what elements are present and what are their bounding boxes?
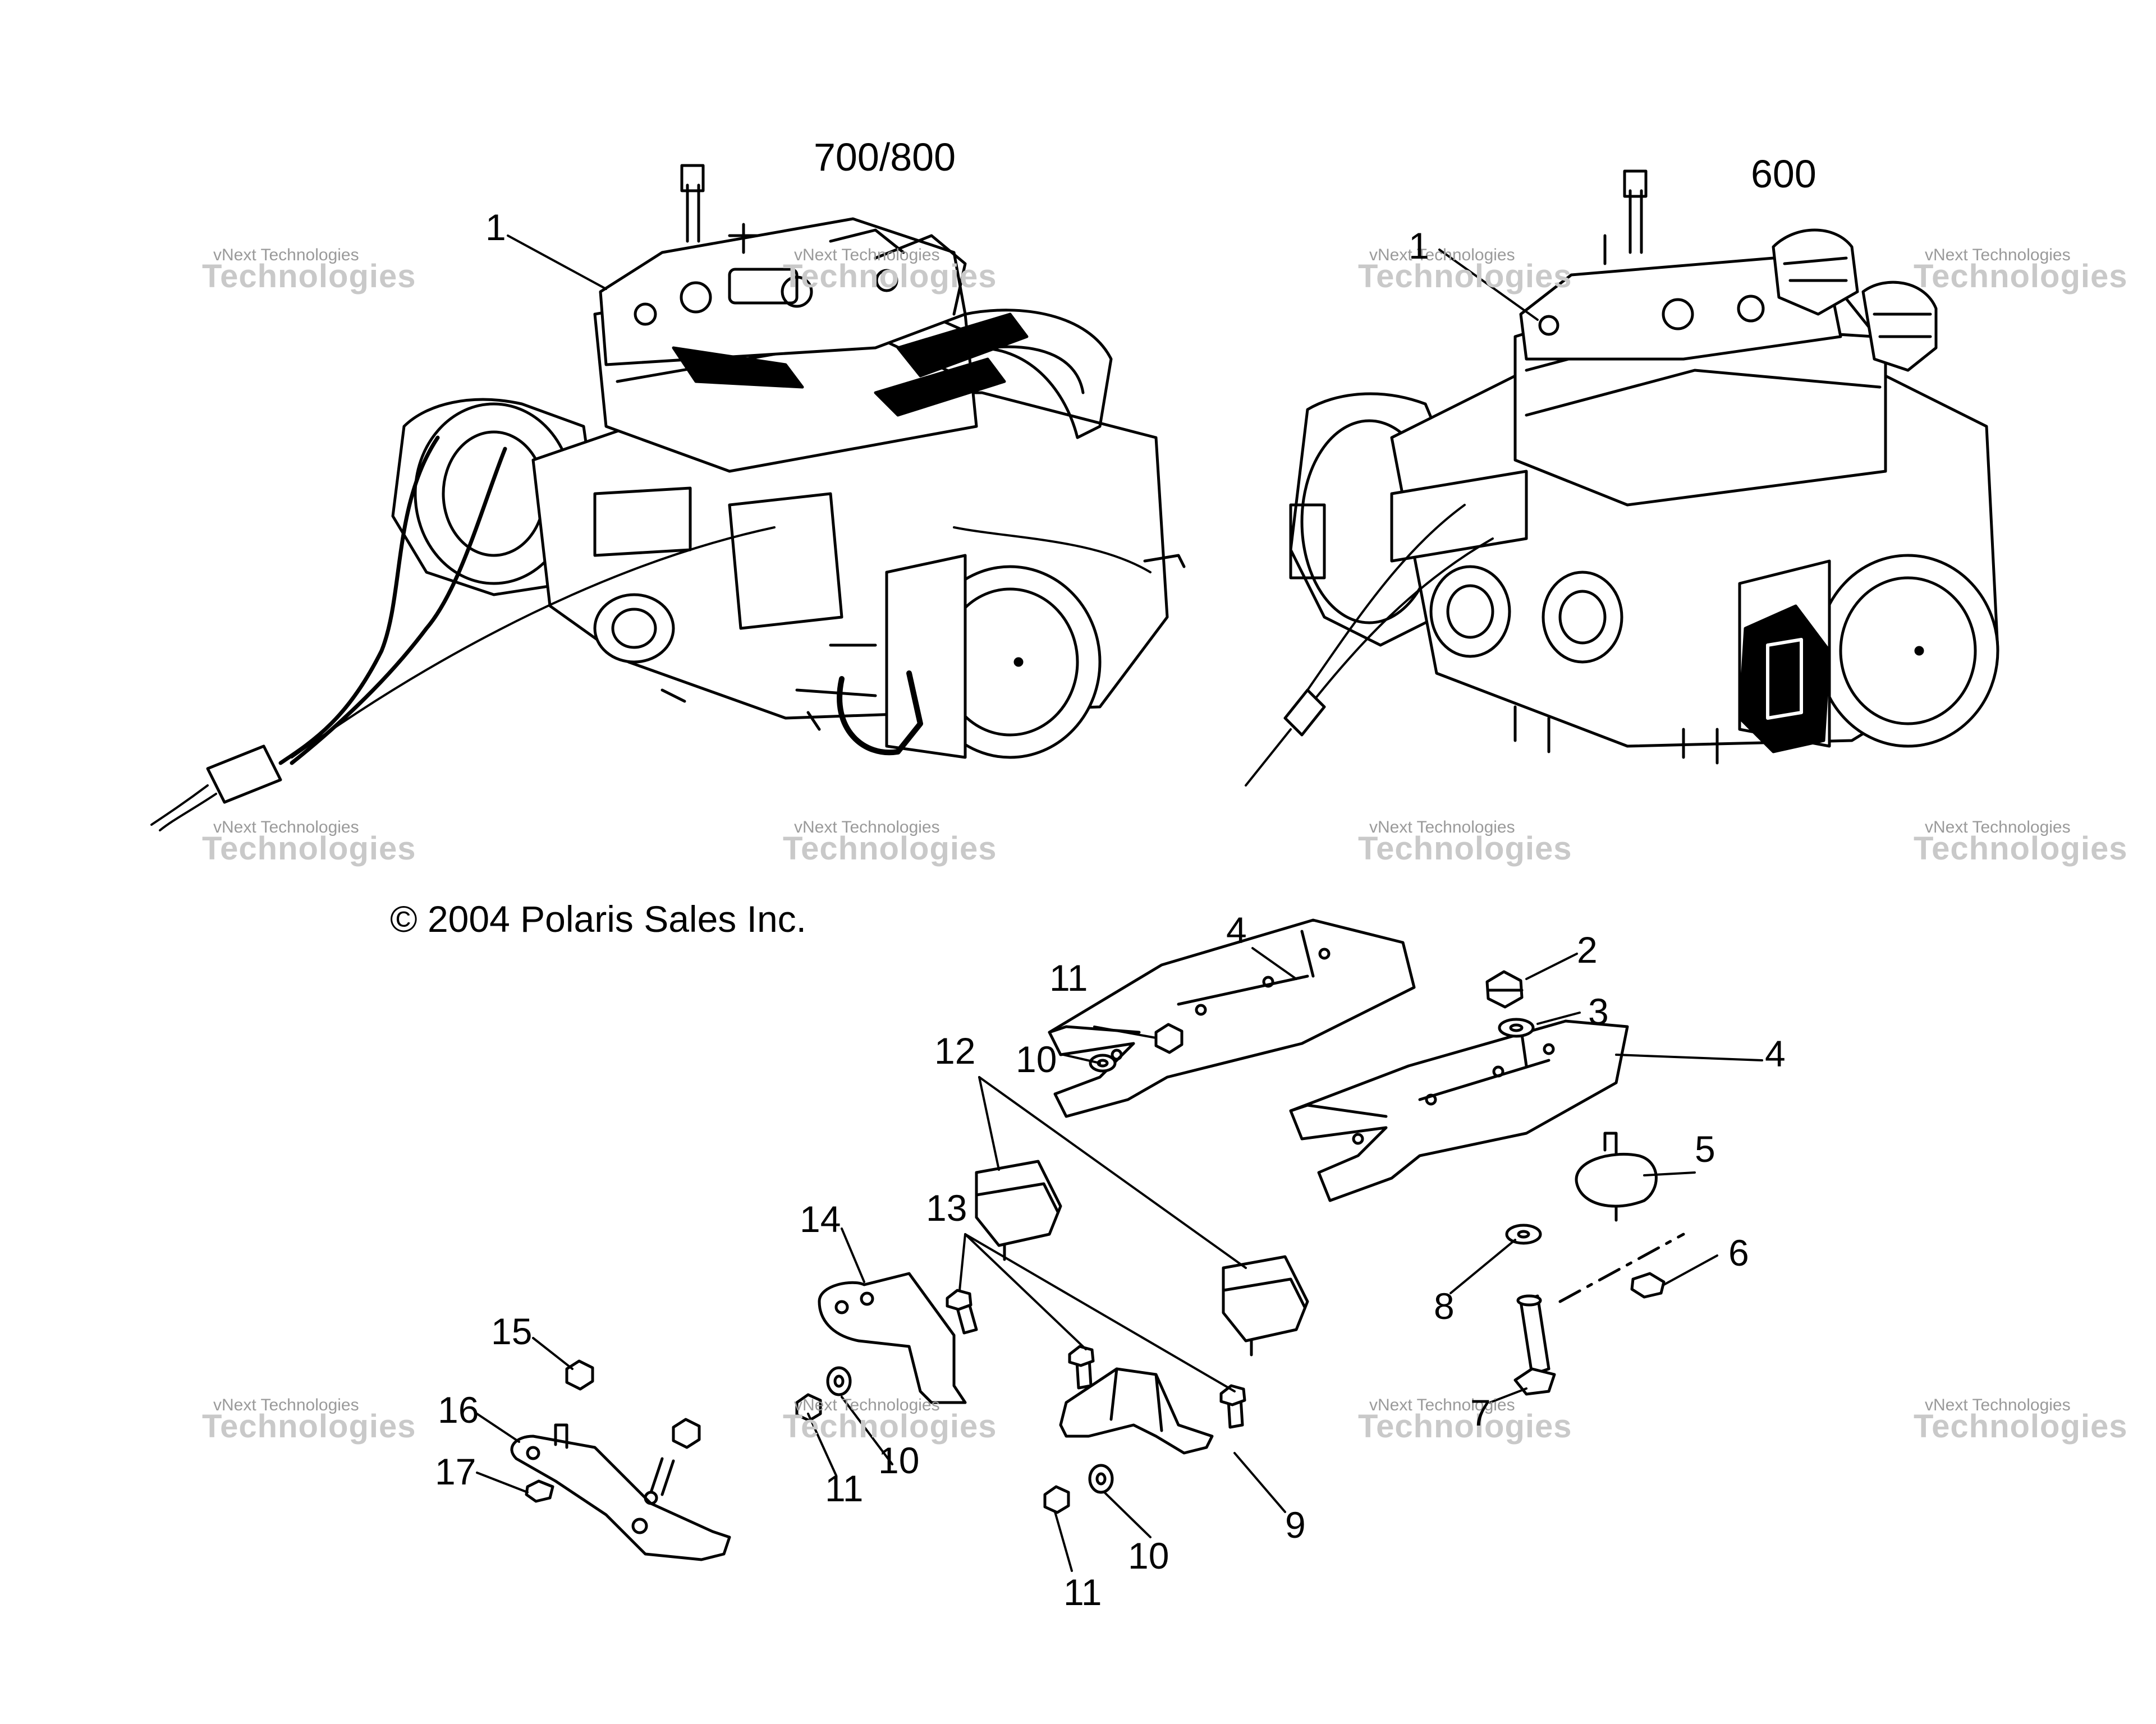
callout-11-top: 11 [1049, 957, 1088, 999]
bolt-13-a [946, 1289, 978, 1335]
screw-17 [525, 1479, 554, 1503]
callout-10-top: 10 [1016, 1038, 1057, 1080]
callout-5: 5 [1695, 1128, 1715, 1170]
engine-mount-bracket-lower [1289, 1019, 1629, 1202]
callout-6: 6 [1728, 1232, 1749, 1274]
callout-10-bottom: 10 [1128, 1535, 1169, 1576]
engine-title-600: 600 [1751, 152, 1816, 196]
washer-10-bottom [1088, 1464, 1114, 1494]
copyright-notice: © 2004 Polaris Sales Inc. [390, 898, 807, 940]
bolt-13-c [1219, 1384, 1246, 1429]
callout-7: 7 [1470, 1392, 1491, 1433]
nut-15 [565, 1359, 594, 1391]
callout-1-left: 1 [485, 206, 506, 248]
engine-700-800 [150, 164, 1186, 831]
callout-4-right: 4 [1765, 1033, 1786, 1074]
bolt-7 [1519, 1294, 1551, 1376]
bracket-16 [510, 1435, 731, 1561]
mount-block-12-a [975, 1160, 1062, 1247]
washer-3 [1498, 1018, 1535, 1038]
mounting-hardware [510, 918, 1685, 1561]
nut-11-left [795, 1393, 822, 1422]
engine-title-700-800: 700/800 [814, 135, 956, 179]
engine-mount-bracket-upper [1048, 918, 1416, 1118]
callout-2: 2 [1577, 929, 1598, 971]
washer-8 [1505, 1224, 1542, 1245]
callout-8: 8 [1434, 1285, 1455, 1327]
washer-10-left [826, 1366, 852, 1396]
callout-17: 17 [435, 1451, 476, 1492]
engine-600 [1245, 169, 1999, 787]
callout-10-left: 10 [878, 1440, 920, 1481]
callout-12: 12 [934, 1030, 976, 1072]
washer-10-top [1089, 1054, 1117, 1073]
mount-block-12-b [1222, 1255, 1309, 1343]
nut-6 [1630, 1272, 1666, 1299]
callout-1-right: 1 [1409, 225, 1429, 266]
callout-9: 9 [1285, 1504, 1306, 1546]
callout-15: 15 [491, 1311, 533, 1352]
nut-11-top [1154, 1023, 1183, 1054]
callout-11-left: 11 [825, 1468, 864, 1509]
callout-14: 14 [800, 1198, 841, 1240]
callout-11-bottom: 11 [1063, 1571, 1102, 1613]
isolator-5 [1575, 1152, 1658, 1208]
leader-lines [476, 235, 1763, 1572]
callout-3: 3 [1588, 991, 1609, 1032]
callout-16: 16 [438, 1389, 479, 1431]
callout-13: 13 [926, 1187, 967, 1229]
bolt-13-b [1068, 1345, 1095, 1390]
bracket-14 [818, 1272, 967, 1404]
nut-11-bottom [1043, 1485, 1070, 1514]
callout-4-top: 4 [1226, 909, 1247, 951]
